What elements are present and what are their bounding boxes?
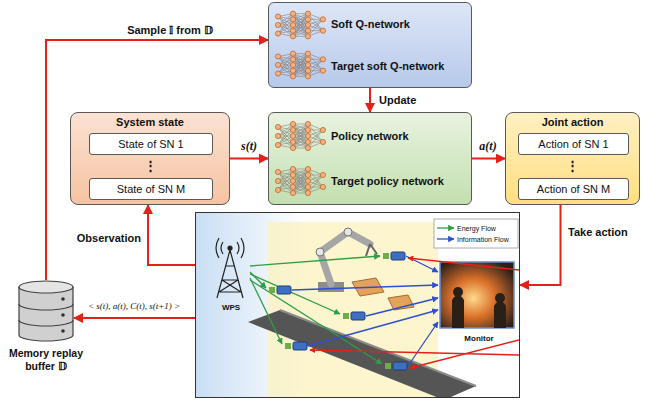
buffer-cylinder: Memory replay buffer 𝔻 [18,280,74,342]
ellipsis-mark: ⋮ [144,159,157,172]
information-flow [292,256,438,366]
node-label: Target soft Q-network [331,60,444,72]
legend-label: Energy Flow [457,224,496,233]
node-label: State of SN M [117,183,185,195]
monitor-image [440,262,514,328]
network-box: Policy networkTarget policy network [268,112,472,205]
cargo-box [352,278,384,296]
robot-arm [316,228,377,292]
node-label: WPS [222,303,240,312]
network-icon [275,121,325,150]
node-label: Soft Q-network [331,18,410,30]
edge-label: Observation [75,232,143,245]
state-item: State of SN 1 [89,133,213,155]
edge-label: Sample 𝕀 from 𝔻 [125,24,215,37]
edge-label: < s(t), a(t), C(t), s(t+1) > [86,301,182,311]
action-item: Action of SN M [518,178,629,200]
cargo-box [388,295,414,310]
network-icon [275,166,325,195]
node-label: Action of SN 1 [538,138,608,150]
node-label: Action of SN M [537,183,610,195]
wps-tower [216,238,244,298]
sensor-node [269,252,407,370]
energy-flow [250,256,382,364]
flow-arrow [369,88,371,112]
flow-arrow [148,205,195,265]
legend-label: Information Flow [457,235,509,244]
state-item: State of SN M [89,178,213,200]
action-lines [310,258,519,368]
cylinder-outline [18,280,74,342]
flow-arrow [472,158,505,160]
action-item: Action of SN 1 [518,133,629,155]
conveyor-belt [248,310,476,397]
edge-label: Update [377,94,418,107]
node-label: State of SN 1 [118,138,183,150]
node-label: Policy network [331,130,409,142]
edge-label: s(t) [239,140,259,154]
legend-box [434,219,518,248]
network-icon [275,51,325,79]
node-label: Target policy network [331,175,444,187]
ellipsis-mark: ⋮ [566,159,579,172]
network-box: Soft Q-networkTarget soft Q-network [268,2,472,88]
flow-arrow [46,40,268,280]
factory-scene [196,213,519,397]
node-label: Memory replay buffer 𝔻 [2,347,90,372]
edge-label: Take action [566,226,630,239]
node-label: Monitor [464,334,493,343]
node-label: Joint action [506,116,639,128]
flow-arrow [520,205,561,285]
flow-arrow [74,317,195,319]
network-icon [275,11,325,39]
flow-arrow [230,158,268,160]
node-label: System state [71,116,229,128]
edge-label: a(t) [477,140,498,154]
